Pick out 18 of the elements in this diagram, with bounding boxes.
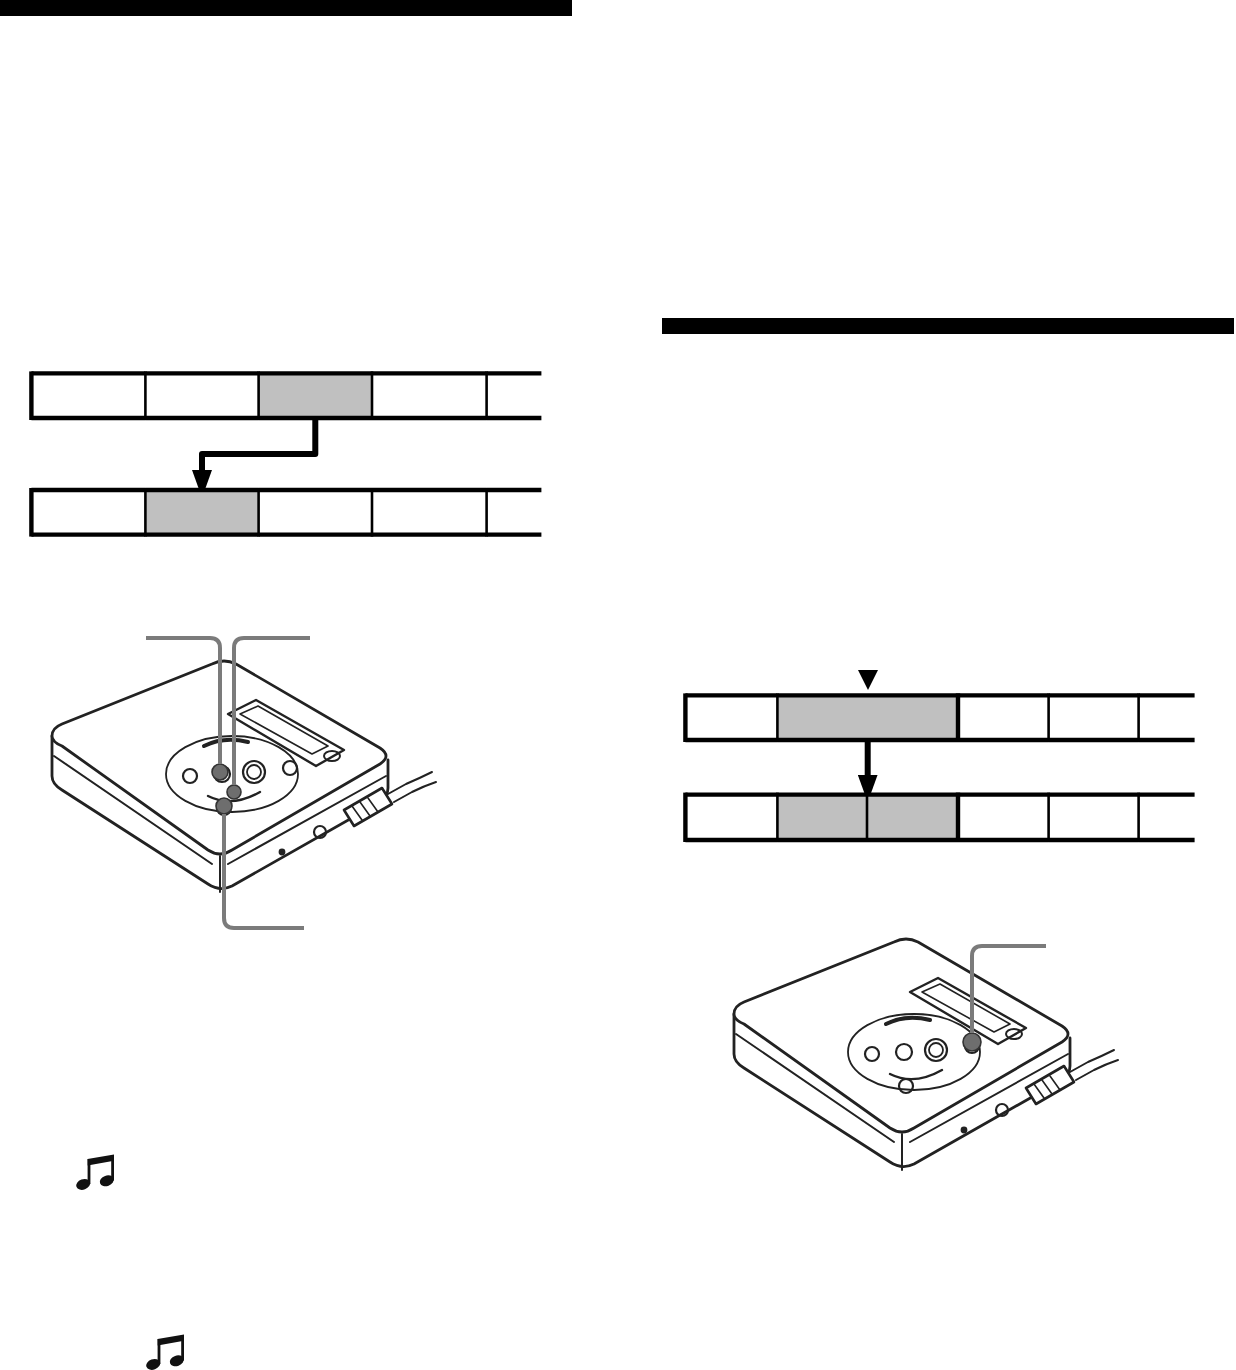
track-segment (29, 371, 148, 421)
track-segment (484, 487, 544, 537)
leader-line (970, 944, 1046, 1033)
leader-line (222, 814, 304, 930)
track-segment (775, 693, 961, 743)
track-segment (1046, 792, 1141, 843)
leader-line (146, 636, 222, 764)
track-segment (256, 371, 375, 421)
track-segment (1136, 693, 1197, 743)
device-button (211, 763, 229, 781)
device-button (226, 784, 242, 800)
track-segment (1136, 792, 1197, 843)
track-segment (1046, 693, 1141, 743)
track-segment (143, 487, 261, 537)
leader-line (232, 636, 310, 785)
device-button (962, 1032, 982, 1052)
track-segment (484, 371, 544, 421)
track-segment (369, 487, 489, 537)
